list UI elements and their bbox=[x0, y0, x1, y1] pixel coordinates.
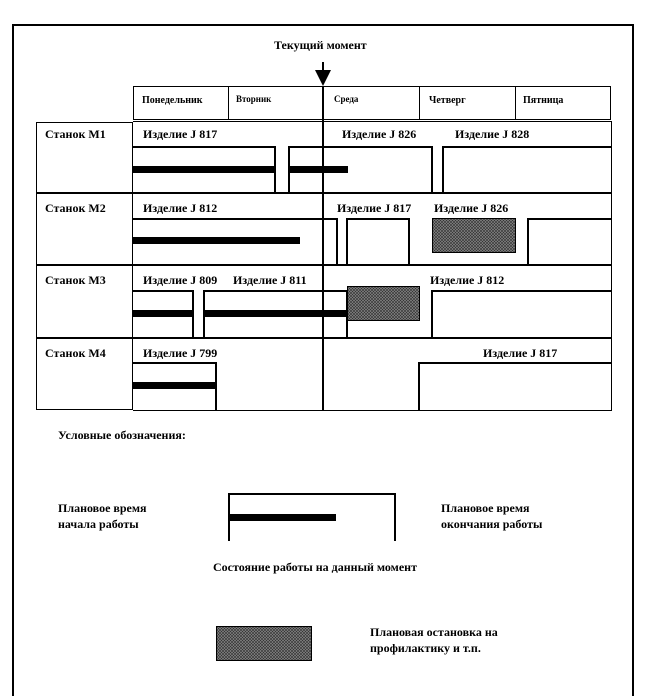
progress-bar bbox=[204, 310, 347, 317]
machine-label-m3: Станок М3 bbox=[45, 273, 106, 287]
day-label-fri: Пятница bbox=[523, 95, 564, 106]
machine-cell-m3 bbox=[36, 265, 133, 338]
progress-bar bbox=[133, 166, 275, 173]
legend-end-label: Плановое время окончания работы bbox=[441, 501, 543, 531]
legend-start-label: Плановое время начала работы bbox=[58, 501, 147, 531]
legend-stop-label: Плановая остановка на профилактику и т.п… bbox=[370, 625, 498, 655]
machine-cell-m1 bbox=[36, 122, 133, 193]
machine-label-m4: Станок М4 bbox=[45, 346, 106, 360]
job-label: Изделие J 826 bbox=[434, 201, 509, 215]
progress-bar bbox=[133, 382, 216, 389]
maintenance-stop bbox=[347, 286, 420, 321]
legend-progress-bar bbox=[229, 514, 336, 521]
page-frame bbox=[12, 24, 634, 696]
chart-title: Текущий момент bbox=[274, 38, 367, 52]
day-label-thu: Четверг bbox=[429, 95, 466, 106]
legend-stop-swatch bbox=[216, 626, 312, 661]
job-label: Изделие J 811 bbox=[233, 273, 307, 287]
row-divider bbox=[133, 192, 612, 194]
schedule-area bbox=[133, 121, 612, 411]
day-label-tue: Вторник bbox=[236, 94, 272, 104]
legend-progress-label: Состояние работы на данный момент bbox=[213, 560, 417, 574]
job-label: Изделие J 828 bbox=[455, 127, 530, 141]
progress-bar bbox=[133, 310, 193, 317]
job-label: Изделие J 826 bbox=[342, 127, 417, 141]
day-cell-fri bbox=[515, 86, 611, 120]
row-divider bbox=[133, 337, 612, 339]
progress-bar bbox=[289, 166, 348, 173]
job-label: Изделие J 812 bbox=[143, 201, 218, 215]
job-label: Изделие J 817 bbox=[483, 346, 558, 360]
legend-title: Условные обозначения: bbox=[58, 428, 186, 442]
machine-label-m1: Станок М1 bbox=[45, 127, 106, 141]
job-label: Изделие J 817 bbox=[337, 201, 412, 215]
job-label: Изделие J 817 bbox=[143, 127, 218, 141]
machine-label-m2: Станок М2 bbox=[45, 201, 106, 215]
job-label: Изделие J 812 bbox=[430, 273, 505, 287]
job-label: Изделие J 809 bbox=[143, 273, 218, 287]
job-label: Изделие J 799 bbox=[143, 346, 218, 360]
machine-cell-m2 bbox=[36, 193, 133, 265]
machine-cell-m4 bbox=[36, 338, 133, 410]
day-label-mon: Понедельник bbox=[142, 95, 203, 106]
day-label-wed: Среда bbox=[334, 94, 359, 104]
row-divider bbox=[133, 264, 612, 266]
current-moment-line bbox=[322, 86, 324, 411]
maintenance-stop bbox=[432, 218, 516, 253]
progress-bar bbox=[133, 237, 300, 244]
